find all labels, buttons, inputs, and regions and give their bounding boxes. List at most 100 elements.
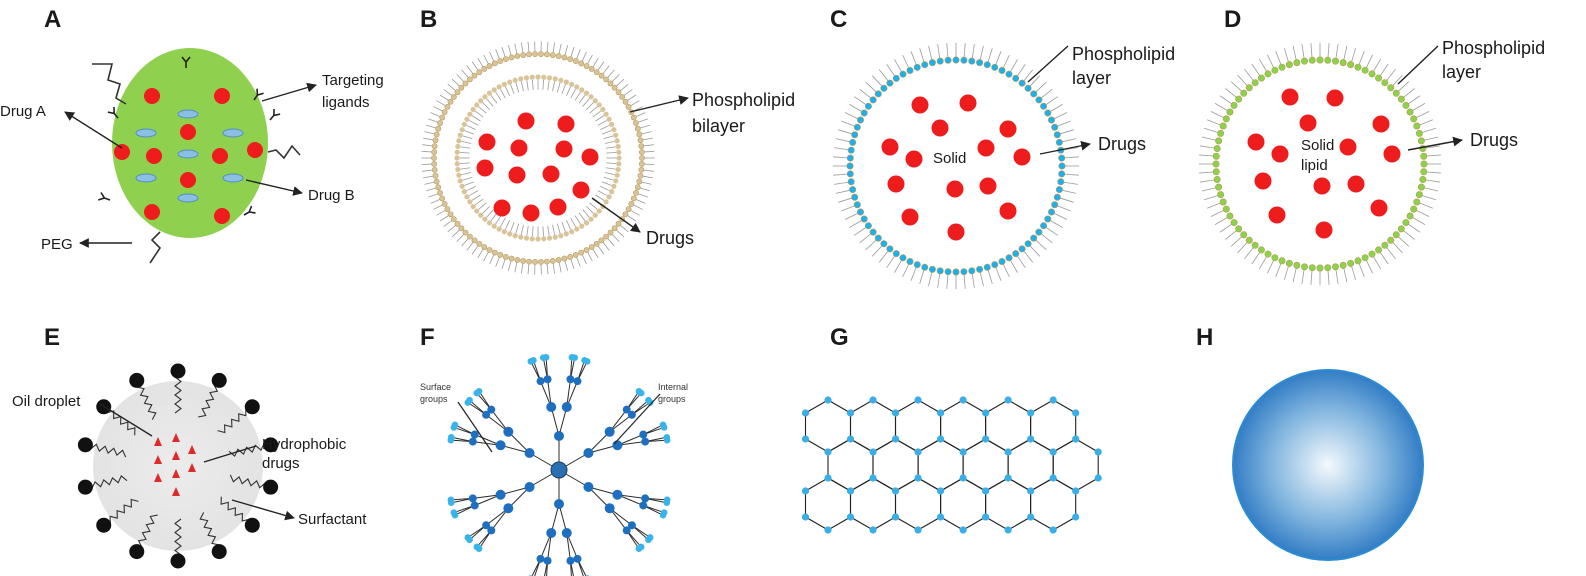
lipid-tail [570,217,576,228]
lipid-tail [1422,127,1436,133]
panel-f: F Surface groups Internal groups [420,324,688,576]
lipid-head [1375,74,1383,82]
lipid-head [454,161,460,167]
lipid-head [615,143,621,150]
lipid-head [1420,152,1428,160]
dendrimer-node [583,482,594,492]
dendrimer-node [604,503,615,514]
targeting-ligand [253,88,264,101]
lipid-tail [1017,255,1026,269]
drug-b-label: Drug B [308,187,355,204]
lipid-head [603,199,609,205]
lattice-atom [1049,396,1057,404]
lipid-head [1381,241,1389,249]
lipid-tail [636,112,646,117]
lattice-atom [846,487,855,495]
lipid-tail [834,147,849,151]
lipid-head [583,63,590,69]
lipid-head [558,77,564,83]
lattice-hexagon [917,438,964,492]
lattice-atom [936,409,945,417]
surfactant-head [170,553,186,569]
lipid-head [851,131,859,139]
lipid-head [1048,116,1056,124]
lipid-tail [478,202,487,210]
lipid-tail [459,162,470,164]
lipid-head [846,170,854,178]
phospholipid-label: Phospholipid [1442,38,1545,58]
lipid-tail [859,88,871,99]
lipid-tail [616,78,625,87]
internal-groups-pointer [613,393,661,445]
panel-h-letter: H [1196,324,1213,351]
lipid-head [1413,122,1421,130]
lipid-head [913,63,921,71]
lipid-tail [495,215,502,225]
surfactant-head [170,363,186,379]
lipid-tail [564,260,569,271]
lipid-head [535,74,541,80]
panel-c: C Solid Phospholipid layer Drugs [830,6,1175,290]
lipid-head [633,190,639,196]
lipid-head [1051,201,1059,209]
drugs-label: Drugs [646,228,694,248]
lipid-tail [443,89,452,96]
lattice-bonds [804,399,1099,531]
lipid-head [611,127,617,133]
lipid-tail [1023,69,1034,81]
lipid-head [1257,74,1265,82]
lipid-tail [1392,74,1403,86]
lipid-head [526,258,533,265]
lipid-head [860,215,868,223]
drug-particle [555,140,573,158]
lipid-tail [421,163,432,166]
lipid-tail [1267,54,1274,68]
lipid-tail [433,106,443,112]
surface-group [663,436,671,444]
lipid-tail [1386,247,1396,260]
lattice-hexagon [985,477,1032,531]
lattice-atom [982,513,990,521]
lipid-head [491,249,498,256]
lipid-head [609,189,615,195]
lipid-head [622,98,629,105]
lipid-tail [1244,247,1254,260]
drug-particle [1315,221,1333,239]
surfactant-head [244,399,260,415]
lipid-tail [1343,45,1348,60]
lipid-head [598,72,605,79]
lipid-head [461,121,467,127]
lipid-tail [552,42,555,53]
lipid-tail [515,82,520,93]
lipid-head [603,233,610,240]
surfactant-tail [90,443,127,458]
lipid-tail [592,249,599,259]
lipid-tail [547,80,550,91]
drug-b-particle [177,149,199,159]
drug-a-particle [180,124,196,140]
lattice-atom [1049,448,1057,456]
lipid-head [439,195,446,202]
lipid-tail [570,88,576,99]
lipid-tail [587,54,593,64]
lipid-tail [1351,48,1357,62]
lattice-atom [869,396,877,404]
surfactant-head [211,544,227,560]
lipid-head [1387,236,1395,244]
lipid-tail [937,273,941,288]
lipid-tail [1416,111,1430,118]
surfactant-molecules [77,363,279,569]
gradient-sphere [1232,369,1424,561]
lipid-tail [558,43,562,54]
lipid-tail [1010,260,1018,273]
lipid-tail [1366,54,1373,68]
lattice-atom [914,474,922,482]
lipid-tail [844,112,858,119]
lattice-atom [846,409,855,417]
lipid-head [458,225,465,232]
lipid-tail [505,86,510,96]
lipid-head [462,229,469,236]
surface-group [659,511,667,519]
lipid-head [1406,108,1414,116]
